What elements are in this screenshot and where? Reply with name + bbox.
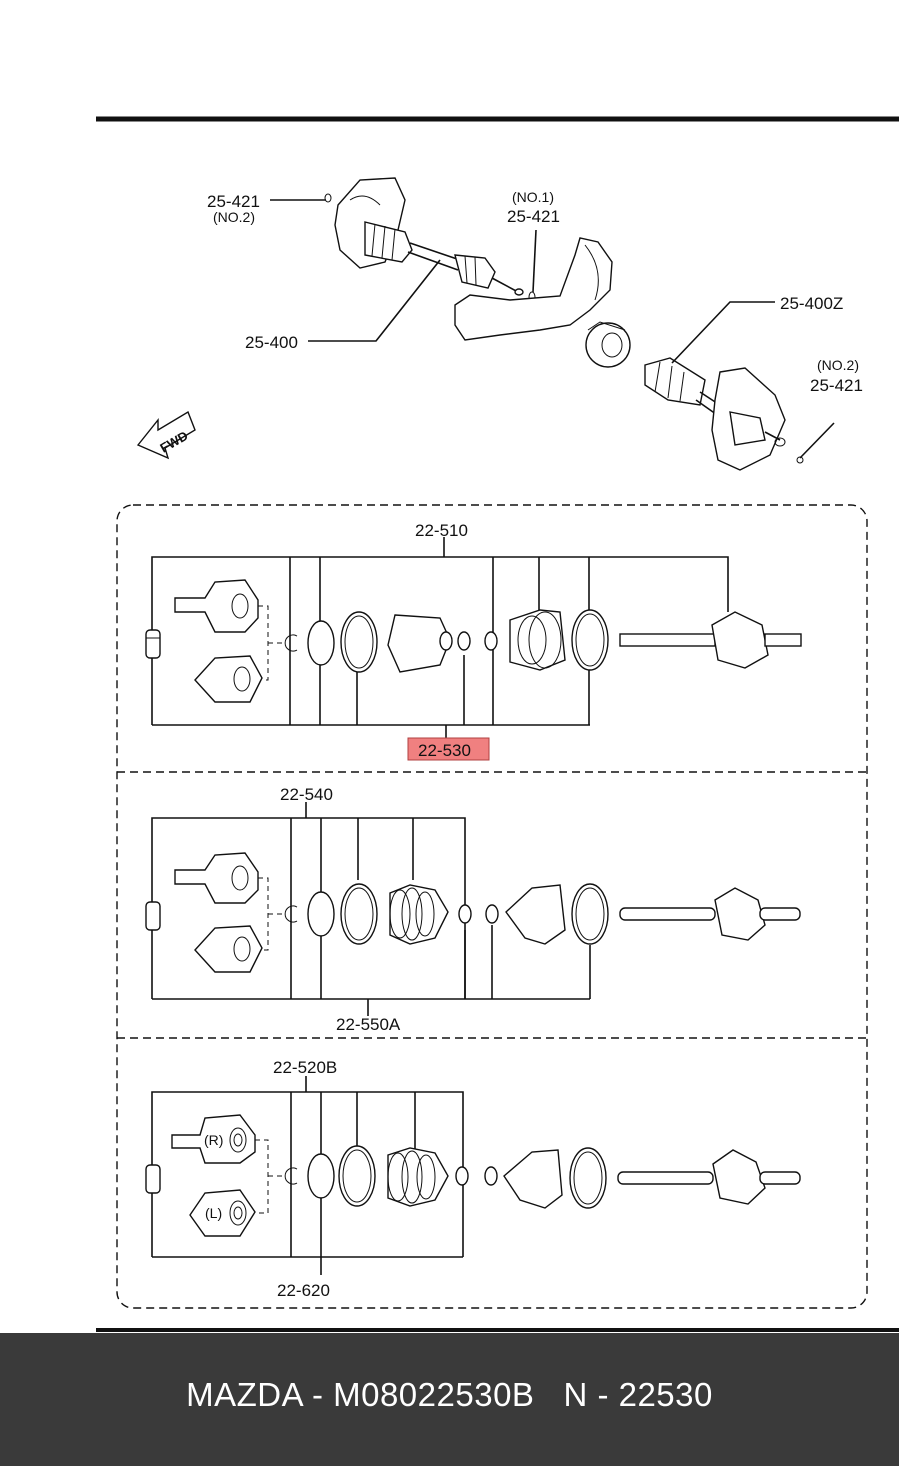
highlight-22-530 bbox=[407, 737, 490, 761]
label-25-400: 25-400 bbox=[245, 333, 298, 352]
section-1-parts bbox=[145, 537, 802, 740]
variants-dashed-frame bbox=[116, 504, 868, 1309]
label-joint-r: (R) bbox=[204, 1132, 223, 1148]
label-25-400z: 25-400Z bbox=[780, 294, 843, 313]
section-2-parts bbox=[145, 802, 801, 1016]
section-3-parts bbox=[145, 1076, 801, 1275]
label-25-421-no1: 25-421 bbox=[507, 207, 560, 226]
label-22-620: 22-620 bbox=[277, 1281, 330, 1300]
label-joint-l: (L) bbox=[205, 1205, 222, 1221]
part-number-footer: MAZDA - M08022530B N - 22530 bbox=[0, 1333, 899, 1466]
part-number-text: MAZDA - M08022530B N - 22530 bbox=[186, 1375, 713, 1413]
label-25-421-no2-top: 25-421 bbox=[207, 192, 260, 211]
parts-diagram: 25-421 (NO.2) (NO.1) 25-421 25-400 25-40… bbox=[96, 116, 899, 1332]
label-22-550a: 22-550A bbox=[336, 1015, 401, 1034]
label-22-530: 22-530 bbox=[418, 741, 471, 760]
label-22-540: 22-540 bbox=[280, 785, 333, 804]
overview-assembly bbox=[270, 177, 835, 471]
label-22-510: 22-510 bbox=[415, 521, 468, 540]
fwd-arrow-icon bbox=[136, 410, 196, 460]
label-25-421-right: 25-421 bbox=[810, 376, 863, 395]
label-no1: (NO.1) bbox=[512, 189, 554, 205]
label-no2-top: (NO.2) bbox=[213, 209, 255, 225]
label-22-520b: 22-520B bbox=[273, 1058, 337, 1077]
label-no2-right: (NO.2) bbox=[817, 357, 859, 373]
